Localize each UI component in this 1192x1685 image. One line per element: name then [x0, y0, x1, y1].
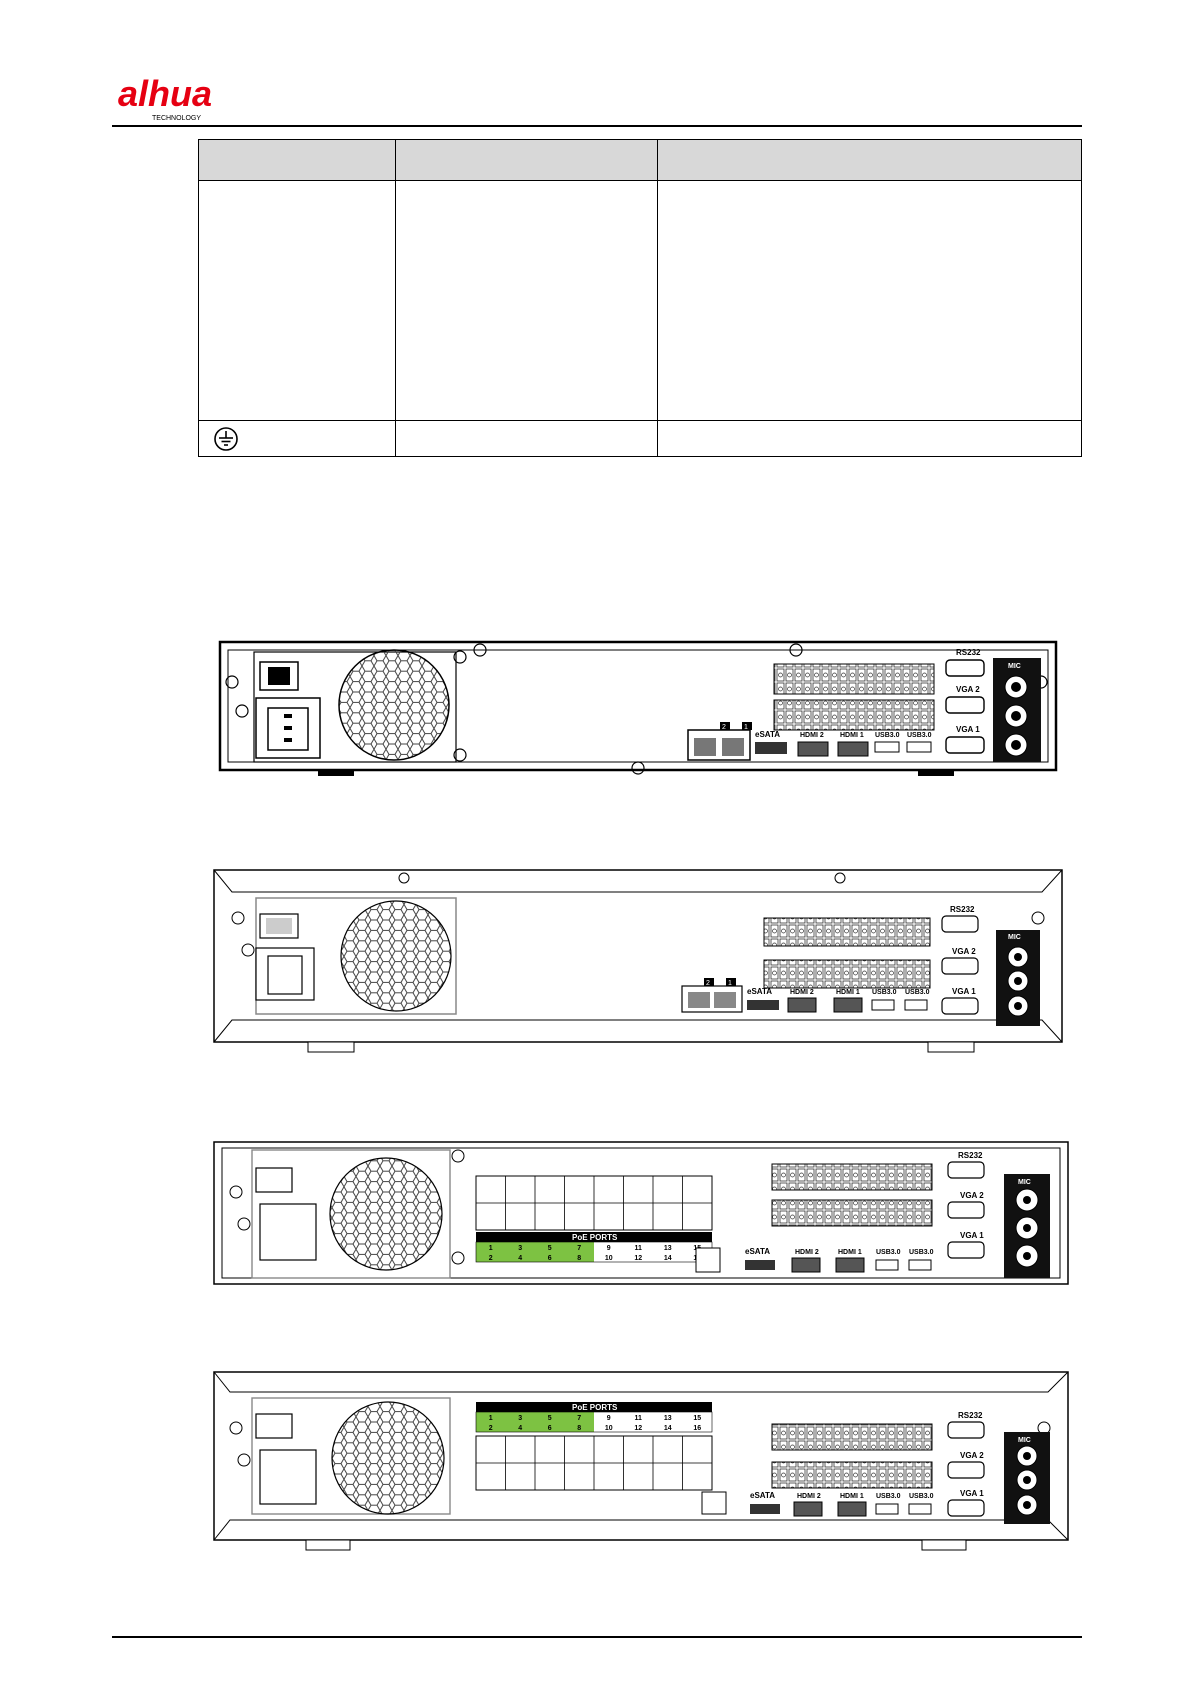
- table-row: [198, 420, 1082, 457]
- poe-port-number: 6: [548, 1255, 552, 1262]
- poe-port-number: 1: [489, 1245, 493, 1252]
- usb-label: USB3.0: [876, 1493, 901, 1500]
- poe-port-number: 3: [518, 1415, 522, 1422]
- poe-port-number: 11: [635, 1245, 643, 1252]
- vga1-label: VGA 1: [960, 1231, 984, 1240]
- poe-port-number: 13: [664, 1245, 672, 1252]
- esata-label: eSATA: [755, 730, 780, 739]
- table-header-cell: [395, 139, 658, 181]
- vga1-label: VGA 1: [956, 725, 980, 734]
- vga1-label: VGA 1: [960, 1489, 984, 1498]
- poe-port-number: 5: [548, 1245, 552, 1252]
- poe-port-number: 3: [518, 1245, 522, 1252]
- rs232-label: RS232: [950, 905, 975, 914]
- vga2-label: VGA 2: [956, 685, 980, 694]
- usb-label: USB3.0: [909, 1249, 934, 1256]
- rear-panel-2: 2 1 eSATA HDMI 2 HDMI 1 USB3.0 USB3.0 RS…: [213, 869, 1063, 1053]
- poe-port-number: 13: [664, 1415, 672, 1422]
- poe-rj45-grid: [475, 1435, 713, 1491]
- table-cell-description: [657, 420, 1082, 457]
- vga2-label: VGA 2: [952, 947, 976, 956]
- vga1-label: VGA 1: [952, 987, 976, 996]
- table-row: [198, 180, 1082, 421]
- usb-label: USB3.0: [907, 732, 932, 739]
- mic-label: MIC: [1018, 1179, 1031, 1186]
- lan-label: 2: [722, 724, 726, 731]
- usb-label: USB3.0: [872, 989, 897, 996]
- poe-port-number: 6: [548, 1425, 552, 1432]
- table-cell-name: [395, 180, 658, 421]
- poe-port-number: 8: [577, 1425, 581, 1432]
- usb-label: USB3.0: [905, 989, 930, 996]
- poe-port-number: 8: [577, 1255, 581, 1262]
- esata-label: eSATA: [750, 1491, 775, 1500]
- poe-rj45-grid: [475, 1175, 713, 1231]
- poe-port-number: 11: [635, 1415, 643, 1422]
- poe-port-number: 14: [664, 1425, 672, 1432]
- poe-port-number: 12: [634, 1255, 642, 1262]
- lan-label: 1: [728, 980, 732, 987]
- usb-label: USB3.0: [876, 1249, 901, 1256]
- poe-port-number: 12: [634, 1425, 642, 1432]
- table-header-cell: [198, 139, 396, 181]
- poe-port-number: 7: [577, 1415, 581, 1422]
- rear-panel-1: 2 1 eSATA HDMI 2 HDMI 1 USB3.0 USB3.0 RS…: [218, 640, 1058, 776]
- rs232-label: RS232: [958, 1151, 983, 1160]
- hdmi2-label: HDMI 2: [797, 1493, 821, 1500]
- usb-label: USB3.0: [875, 732, 900, 739]
- mic-label: MIC: [1008, 934, 1021, 941]
- table-header-row: [198, 139, 1082, 181]
- table-cell-name: [395, 420, 658, 457]
- hdmi1-label: HDMI 1: [836, 989, 860, 996]
- lan-label: 1: [744, 724, 748, 731]
- ground-icon: [214, 426, 238, 451]
- poe-port-number: 4: [518, 1255, 522, 1262]
- poe-port-number: 2: [489, 1255, 493, 1262]
- poe-title: PoE PORTS: [572, 1233, 618, 1242]
- poe-port-number: 1: [489, 1415, 493, 1422]
- lan-label: 2: [706, 980, 710, 987]
- mic-label: MIC: [1018, 1437, 1031, 1444]
- poe-port-number: 10: [605, 1425, 613, 1432]
- esata-label: eSATA: [747, 987, 772, 996]
- table-cell-icon: [198, 420, 396, 457]
- esata-label: eSATA: [745, 1247, 770, 1256]
- poe-title: PoE PORTS: [572, 1403, 618, 1412]
- vga2-label: VGA 2: [960, 1191, 984, 1200]
- rs232-label: RS232: [958, 1411, 983, 1420]
- spec-table: [198, 139, 1082, 457]
- footer-rule: [112, 1636, 1082, 1638]
- brand-tagline: TECHNOLOGY: [152, 115, 201, 122]
- poe-port-number: 9: [607, 1415, 611, 1422]
- table-header-cell: [657, 139, 1082, 181]
- hdmi2-label: HDMI 2: [790, 989, 814, 996]
- hdmi1-label: HDMI 1: [840, 1493, 864, 1500]
- table-cell-icon: [198, 180, 396, 421]
- poe-port-number: 7: [577, 1245, 581, 1252]
- brand-logo-text: alhua: [118, 74, 212, 114]
- mic-label: MIC: [1008, 663, 1021, 670]
- hdmi1-label: HDMI 1: [838, 1249, 862, 1256]
- poe-port-number: 15: [693, 1415, 701, 1422]
- hdmi2-label: HDMI 2: [800, 732, 824, 739]
- vga2-label: VGA 2: [960, 1451, 984, 1460]
- poe-port-number: 9: [607, 1245, 611, 1252]
- poe-port-number: 5: [548, 1415, 552, 1422]
- header-rule: [112, 125, 1082, 127]
- rs232-label: RS232: [956, 648, 981, 657]
- poe-port-number: 4: [518, 1425, 522, 1432]
- table-cell-description: [657, 180, 1082, 421]
- brand-logo: alhua TECHNOLOGY: [118, 73, 258, 124]
- poe-port-number: 16: [693, 1425, 701, 1432]
- hdmi2-label: HDMI 2: [795, 1249, 819, 1256]
- poe-port-number: 2: [489, 1425, 493, 1432]
- poe-port-number: 14: [664, 1255, 672, 1262]
- poe-port-number: 10: [605, 1255, 613, 1262]
- hdmi1-label: HDMI 1: [840, 732, 864, 739]
- usb-label: USB3.0: [909, 1493, 934, 1500]
